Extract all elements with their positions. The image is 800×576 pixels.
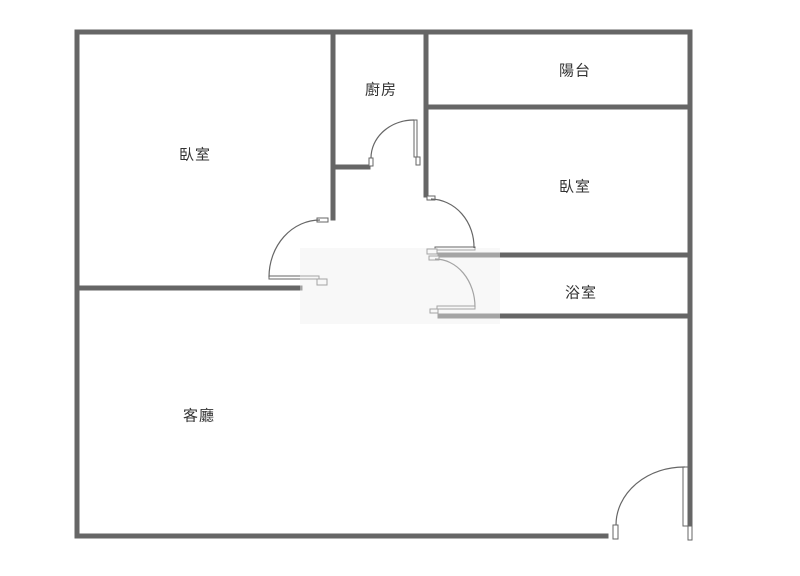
label-living-room: 客廳 — [182, 406, 216, 425]
door-entrance — [612, 466, 693, 541]
interior-walls — [76, 29, 691, 319]
outer-walls — [74, 29, 693, 541]
door-bathroom — [428, 255, 476, 314]
label-balcony: 陽台 — [558, 61, 592, 80]
watermark — [300, 248, 500, 324]
label-kitchen: 廚房 — [364, 80, 398, 99]
door-bedroom-1 — [268, 217, 329, 286]
label-bedroom-1: 臥室 — [178, 145, 212, 164]
label-bathroom: 浴室 — [564, 283, 598, 302]
door-bedroom-2 — [426, 195, 476, 255]
door-kitchen — [368, 119, 421, 167]
label-bedroom-2: 臥室 — [558, 177, 592, 196]
